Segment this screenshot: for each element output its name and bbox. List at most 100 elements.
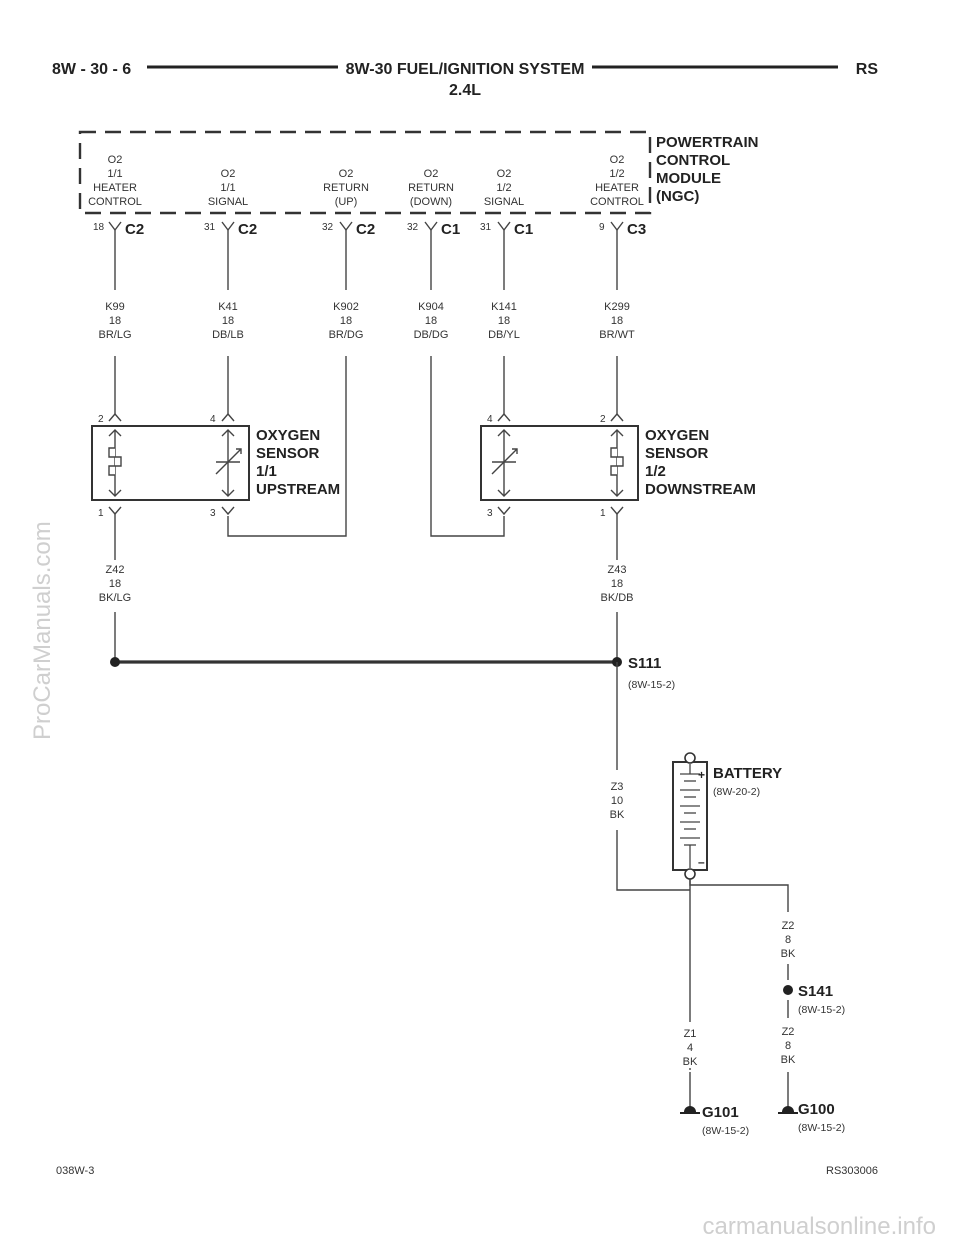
svg-text:Z2: Z2 — [782, 1026, 795, 1038]
svg-text:1/1: 1/1 — [256, 463, 277, 480]
connector-pin-icon — [108, 412, 122, 422]
wire-labels-top: K99 18 BR/LG K41 18 DB/LB K902 18 BR/DG … — [98, 301, 635, 341]
heater-icon — [610, 429, 624, 497]
sensor-box — [480, 425, 639, 501]
pcm-name: POWERTRAIN CONTROL MODULE (NGC) — [656, 134, 759, 205]
z1-wire-label: Z1 4 BK — [676, 1022, 704, 1068]
cavity-number: 9 — [599, 222, 605, 233]
svg-text:SENSOR: SENSOR — [645, 445, 709, 462]
pin-number: 3 — [487, 508, 493, 519]
svg-text:SENSOR: SENSOR — [256, 445, 320, 462]
splice-ref: (8W-15-2) — [628, 679, 675, 691]
connector-pin-icon — [221, 412, 235, 422]
z2-wire-label: Z2 8 BK — [781, 920, 796, 960]
sensor-ground-wires — [114, 514, 618, 662]
pcm-name-line: MODULE — [656, 170, 721, 187]
pcm-name-line: CONTROL — [656, 152, 730, 169]
battery-minus: – — [698, 855, 705, 869]
oxygen-sensor-downstream: 4 2 3 1 OXYGEN SENSOR 1/2 DOWNSTREAM — [480, 412, 756, 519]
ground-g100: G100 (8W-15-2) — [778, 1101, 845, 1134]
ground-ref: (8W-15-2) — [798, 1122, 845, 1134]
connector-pin-icon — [339, 221, 353, 232]
wire-z2 — [689, 879, 789, 912]
pin-label: O2 — [339, 168, 354, 180]
connector-id: C2 — [356, 221, 375, 238]
sensor-name: OXYGEN SENSOR 1/1 UPSTREAM — [256, 427, 340, 498]
wire-color: DB/YL — [488, 329, 520, 341]
svg-text:Z2: Z2 — [782, 920, 795, 932]
connector-pin-icon — [221, 506, 235, 516]
connector-id: C3 — [627, 221, 646, 238]
wire-gauge: 18 — [425, 315, 437, 327]
pin-number: 3 — [210, 508, 216, 519]
page-title: 8W-30 FUEL/IGNITION SYSTEM — [346, 61, 585, 78]
variable-resistor-icon — [215, 429, 242, 497]
wire-gauge: 18 — [109, 315, 121, 327]
connector-pin-icon — [610, 412, 624, 422]
svg-text:Z3: Z3 — [611, 781, 624, 793]
pin-label: O2 — [424, 168, 439, 180]
pin-number: 1 — [600, 508, 606, 519]
connector-pin-icon — [497, 412, 511, 422]
wire-code: K41 — [218, 301, 238, 313]
wire-color: BR/DG — [329, 329, 364, 341]
wire-return-down — [430, 356, 505, 537]
splice-ref: (8W-15-2) — [798, 1004, 845, 1016]
battery: + – BATTERY (8W-20-2) — [672, 752, 782, 880]
connector-pin-icon — [424, 221, 438, 232]
pin-label: HEATER — [595, 182, 639, 194]
wire-z3 — [616, 830, 690, 891]
connector-pin-icon — [610, 221, 624, 232]
pcm-box — [78, 130, 652, 215]
splice-name: S111 — [628, 655, 661, 672]
ground-g101: G101 (8W-15-2) — [680, 1104, 749, 1137]
pin-label: (UP) — [335, 196, 358, 208]
pin-label: 1/2 — [496, 182, 511, 194]
variable-resistor-icon — [491, 429, 518, 497]
cavity-number: 31 — [204, 222, 216, 233]
wire-code: K141 — [491, 301, 517, 313]
svg-text:BK: BK — [683, 1056, 698, 1068]
svg-text:18: 18 — [109, 578, 121, 590]
svg-text:OXYGEN: OXYGEN — [645, 427, 709, 444]
battery-terminal-icon — [684, 868, 696, 880]
splice-s141: S141 (8W-15-2) — [783, 983, 845, 1016]
ground-wire-labels: Z42 18 BK/LG Z43 18 BK/DB — [99, 564, 634, 604]
pin-number: 4 — [210, 414, 216, 425]
pcm-pin-labels: O2 1/1 HEATER CONTROL O2 1/1 SIGNAL O2 R… — [88, 154, 644, 208]
connector-pin-icon — [610, 506, 624, 516]
pin-label: O2 — [221, 168, 236, 180]
pin-label: SIGNAL — [208, 196, 248, 208]
heater-icon — [108, 429, 122, 497]
ground-icon — [782, 1106, 794, 1112]
pin-label: CONTROL — [88, 196, 142, 208]
svg-text:BK/DB: BK/DB — [600, 592, 633, 604]
ground-ref: (8W-15-2) — [702, 1125, 749, 1137]
svg-text:BK: BK — [610, 809, 625, 821]
svg-text:18: 18 — [611, 578, 623, 590]
wire-code: K99 — [105, 301, 125, 313]
footer-right-code: RS303006 — [826, 1165, 878, 1177]
connector-id: C1 — [441, 221, 460, 238]
svg-text:4: 4 — [687, 1042, 693, 1054]
pin-label: O2 — [108, 154, 123, 166]
ground-name: G100 — [798, 1101, 835, 1118]
battery-ref: (8W-20-2) — [713, 786, 760, 798]
z2-wire-label-lower: Z2 8 BK — [781, 1026, 796, 1066]
svg-text:BK: BK — [781, 1054, 796, 1066]
svg-text:DOWNSTREAM: DOWNSTREAM — [645, 481, 756, 498]
ground-name: G101 — [702, 1104, 739, 1121]
watermark-left: ProCarManuals.com — [29, 521, 56, 740]
sensor-box — [91, 425, 250, 501]
pcm-name-line: (NGC) — [656, 188, 699, 205]
wire-color: BR/LG — [98, 329, 131, 341]
wire-color: DB/DG — [414, 329, 449, 341]
connector-pin-icon — [497, 221, 511, 232]
pcm-wires-top — [114, 230, 618, 290]
pin-label: SIGNAL — [484, 196, 524, 208]
svg-text:Z43: Z43 — [608, 564, 627, 576]
wire-code: K904 — [418, 301, 444, 313]
connector-pin-icon — [108, 221, 122, 232]
oxygen-sensor-upstream: 2 4 1 3 OXYGEN SENSOR 1/1 UPSTREAM — [91, 412, 340, 519]
